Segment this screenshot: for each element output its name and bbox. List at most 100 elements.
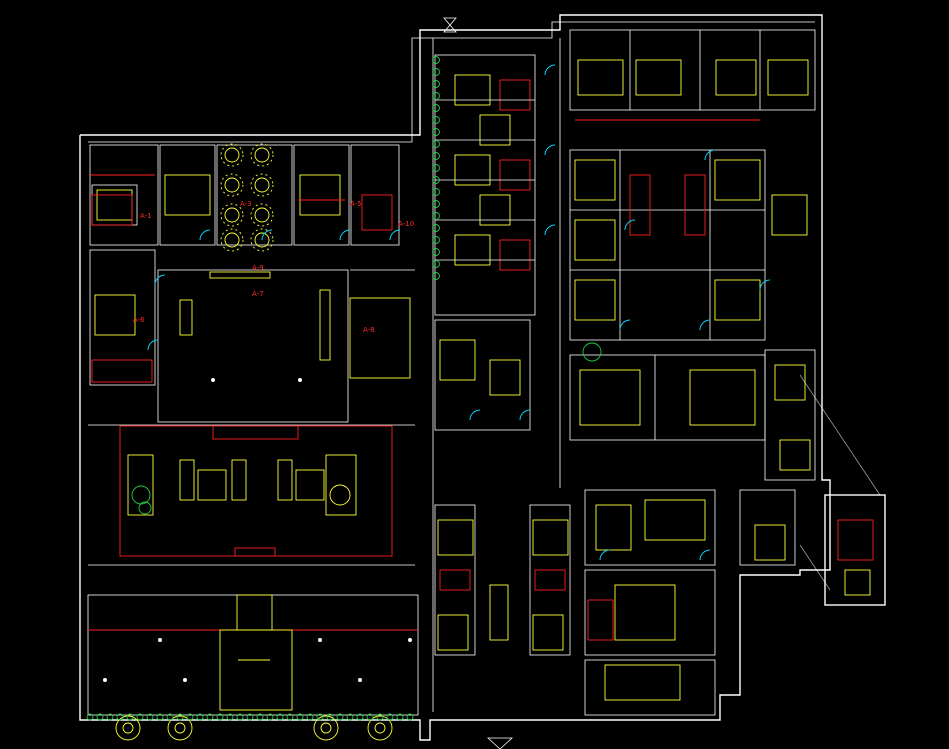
hedge (176, 713, 184, 721)
hedge (116, 713, 124, 721)
hedge (146, 713, 154, 721)
hedge (396, 713, 404, 721)
plant (432, 152, 440, 160)
plant (432, 104, 440, 112)
room-label-a5: A-5 (350, 200, 362, 208)
hedge (236, 713, 244, 721)
hedge (256, 713, 264, 721)
planter (167, 715, 193, 741)
table-chairs (250, 228, 274, 252)
hedge (156, 713, 164, 721)
plant (432, 236, 440, 244)
door-swing (544, 224, 556, 236)
hedge (266, 713, 274, 721)
door-swing (261, 229, 273, 241)
door-swing (544, 64, 556, 76)
entrance-markers (443, 17, 514, 749)
hedge (336, 713, 344, 721)
round-table (224, 177, 240, 193)
left-wing-rooms (89, 144, 400, 386)
annex-guides (799, 374, 881, 596)
table-chairs (220, 173, 244, 197)
plant (432, 116, 440, 124)
hedge (406, 713, 414, 721)
hedge (306, 713, 314, 721)
door-swing (599, 549, 611, 561)
plant (432, 164, 440, 172)
round-table (224, 147, 240, 163)
bottom-left-zone (86, 594, 419, 741)
hedge (186, 713, 194, 721)
hedge (226, 713, 234, 721)
door-swing (199, 229, 211, 241)
door-swings (147, 64, 771, 561)
hedge (386, 713, 394, 721)
door-swing (624, 219, 636, 231)
table-chairs (250, 143, 274, 167)
hedge (286, 713, 294, 721)
door-swing (389, 229, 401, 241)
plant (432, 92, 440, 100)
plant (432, 176, 440, 184)
room-label-a9: A-9 (252, 264, 264, 272)
door-swing (759, 279, 771, 291)
planter-center (320, 722, 332, 734)
hedge (136, 713, 144, 721)
table-chairs (250, 173, 274, 197)
plant (432, 224, 440, 232)
hedge (326, 713, 334, 721)
planter-center (122, 722, 134, 734)
table-chairs (250, 203, 274, 227)
plant (432, 80, 440, 88)
dining-tables (220, 143, 274, 252)
hedge (106, 713, 114, 721)
door-swing (544, 144, 556, 156)
table-chairs (220, 143, 244, 167)
table-chairs (220, 228, 244, 252)
hedge (366, 713, 374, 721)
door-swing (339, 229, 351, 241)
plant (432, 140, 440, 148)
planter (313, 715, 339, 741)
plant (432, 188, 440, 196)
table-chairs (220, 203, 244, 227)
door-swing (619, 319, 631, 331)
hedge (96, 713, 104, 721)
room-label-a8: A-8 (363, 326, 375, 334)
round-table (224, 207, 240, 223)
stair-annex (824, 494, 886, 606)
round-table (254, 147, 270, 163)
door-swing (704, 149, 716, 161)
plant (432, 56, 440, 64)
hedge (126, 713, 134, 721)
hedge (166, 713, 174, 721)
hedge (276, 713, 284, 721)
entrance-plants (86, 713, 414, 741)
door-swing (469, 409, 481, 421)
hedge (356, 713, 364, 721)
round-table (254, 177, 270, 193)
planter-center (374, 722, 386, 734)
room-labels: A-1 A-3 A-5 A-6 A-7 A-8 A-9 A-10 (133, 200, 414, 334)
room-label-a3: A-3 (240, 200, 252, 208)
lounge (88, 424, 415, 566)
middle-column-rooms (434, 54, 571, 656)
hedge (196, 713, 204, 721)
hedge (216, 713, 224, 721)
plant (432, 260, 440, 268)
exterior-walls (79, 14, 886, 741)
planter (367, 715, 393, 741)
planter (115, 715, 141, 741)
central-hall (157, 269, 415, 423)
door-swing (699, 319, 711, 331)
room-label-a7: A-7 (252, 290, 264, 298)
plant (432, 212, 440, 220)
hedge (316, 713, 324, 721)
hedge (206, 713, 214, 721)
right-wing-rooms (569, 29, 816, 716)
room-label-a1: A-1 (140, 212, 152, 220)
round-table (254, 207, 270, 223)
hedge (346, 713, 354, 721)
hedge (246, 713, 254, 721)
